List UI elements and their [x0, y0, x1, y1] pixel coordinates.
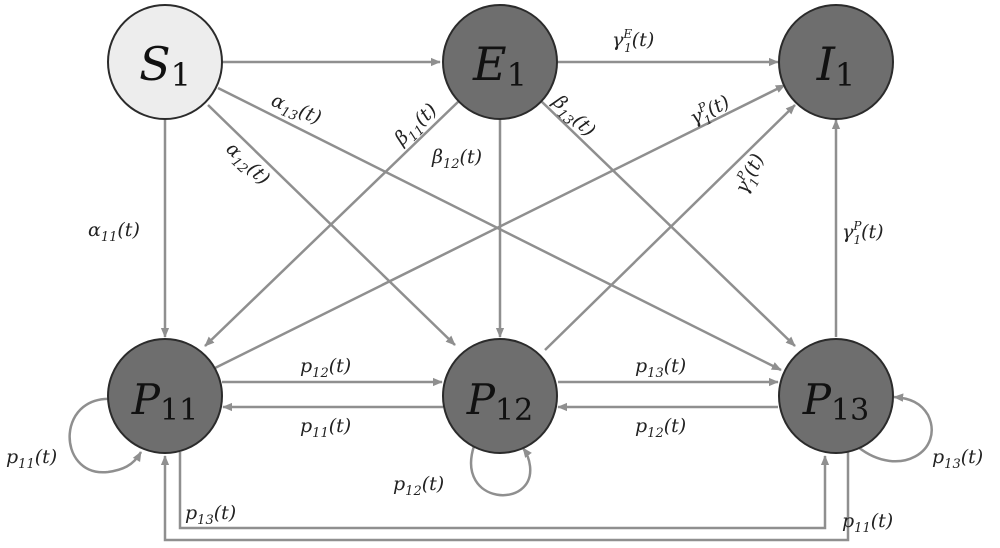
node-p12-sub: 12 [495, 393, 533, 428]
label-p11-mid: p11(t) [300, 415, 351, 441]
svg-text:I1: I1 [816, 37, 856, 94]
node-i1: I1 [778, 4, 894, 120]
node-e1: E1 [442, 4, 558, 120]
label-gamma-p-1: γP1(t) [685, 89, 735, 133]
label-p12-top: p12(t) [300, 355, 351, 381]
label-gamma-p-2: γP1(t) [729, 149, 772, 199]
node-p12-letter: P [466, 375, 496, 424]
edge-p11-p13-bottom [178, 452, 830, 530]
label-p12-mid: p12(t) [635, 415, 686, 441]
label-beta13: β13(t) [545, 90, 600, 144]
label-alpha12: α12(t) [219, 138, 274, 193]
label-p13-bottom: p13(t) [185, 502, 236, 528]
edges [68, 57, 933, 542]
svg-text:P12: P12 [466, 375, 533, 428]
svg-text:P11: P11 [131, 375, 198, 428]
edge-p13-p11-bottom [160, 452, 850, 542]
node-p11-sub: 11 [160, 393, 198, 428]
node-e1-sub: 1 [507, 56, 527, 94]
node-s1: S1 [107, 4, 223, 120]
label-p11-loop: p11(t) [6, 446, 57, 472]
edge-p12-i1 [544, 104, 796, 351]
node-p11: P11 [107, 338, 223, 454]
svg-text:S1: S1 [139, 37, 191, 94]
node-p13-sub: 13 [831, 393, 869, 428]
label-p13-top: p13(t) [635, 355, 686, 381]
node-s1-letter: S [139, 37, 171, 91]
nodes: S1 E1 I1 P11 P12 P13 [107, 4, 894, 454]
node-e1-letter: E [472, 37, 507, 91]
label-p12-loop: p12(t) [393, 473, 444, 499]
edge-e1-p11 [204, 99, 461, 347]
svg-text:E1: E1 [472, 37, 527, 94]
node-i1-letter: I [816, 37, 836, 91]
svg-text:P13: P13 [802, 375, 869, 428]
label-p13-loop: p13(t) [932, 446, 983, 472]
label-p11-bottom: p11(t) [842, 510, 893, 536]
edge-p11-loop [68, 397, 143, 474]
edge-p11-i1 [214, 83, 786, 370]
node-p12: P12 [442, 338, 558, 454]
edge-p13-loop [857, 393, 933, 463]
node-i1-sub: 1 [835, 56, 855, 94]
label-alpha11: α11(t) [88, 219, 140, 245]
edge-p12-loop [470, 445, 532, 497]
edge-e1-p13 [539, 99, 796, 347]
node-p13: P13 [778, 338, 894, 454]
node-p11-letter: P [131, 375, 161, 424]
label-beta12: β12(t) [431, 146, 482, 172]
node-p13-letter: P [802, 375, 832, 424]
node-s1-sub: 1 [171, 56, 191, 94]
